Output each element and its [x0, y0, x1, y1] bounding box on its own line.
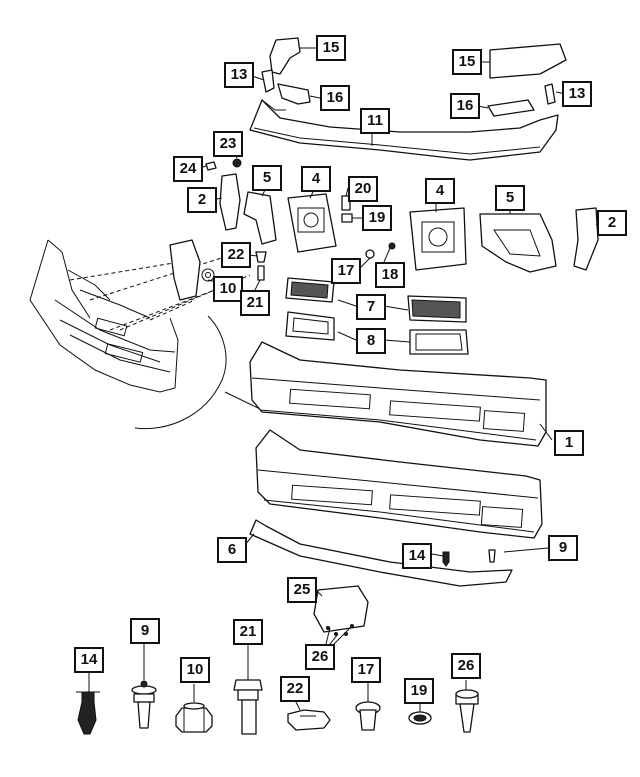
- legend-label-21: 21: [233, 619, 263, 645]
- rivet-9: [488, 549, 496, 563]
- vehicle-detail-inset: [29, 239, 263, 430]
- front-bumper-alt: [255, 429, 543, 539]
- fog-lamp-bracket-4-left: [287, 193, 337, 253]
- legend-nut-19: [408, 711, 432, 725]
- callout-13-right: 13: [562, 81, 592, 107]
- clip-13-right: [544, 83, 556, 105]
- callout-14: 14: [402, 543, 432, 569]
- callout-2-right: 2: [597, 210, 627, 236]
- bracket-16-left: [277, 83, 311, 105]
- bracket-15-left: [269, 37, 301, 75]
- callout-1: 1: [554, 430, 584, 456]
- bezel-7-left: [285, 277, 335, 303]
- push-pin-17: [365, 249, 375, 259]
- callout-26: 26: [305, 644, 335, 670]
- leader-lines: [199, 47, 599, 645]
- bezel-7-right: [407, 295, 467, 323]
- callout-16-left: 16: [320, 85, 350, 111]
- callout-15-left: 15: [316, 35, 346, 61]
- callout-10: 10: [213, 276, 243, 302]
- lower-valance-6: [249, 519, 513, 587]
- callout-21: 21: [240, 290, 270, 316]
- legend-label-26: 26: [451, 653, 481, 679]
- nut-19: [341, 213, 353, 223]
- callout-19: 19: [362, 205, 392, 231]
- callout-9: 9: [548, 535, 578, 561]
- clip-13-left: [261, 69, 275, 93]
- callout-2-left: 2: [187, 187, 217, 213]
- support-5-right: [479, 213, 557, 273]
- legend-label-10: 10: [180, 657, 210, 683]
- legend-label-19: 19: [404, 678, 434, 704]
- license-bracket-25: [313, 585, 369, 633]
- fog-lamp-bracket-4-right: [409, 207, 467, 271]
- callout-8: 8: [356, 328, 386, 354]
- frame-8-right: [409, 329, 469, 355]
- bracket-2-left: [219, 173, 241, 231]
- hardware-legend: [76, 642, 479, 735]
- callout-5-right: 5: [495, 185, 525, 211]
- legend-label-22: 22: [280, 676, 310, 702]
- support-5-left: [243, 191, 277, 245]
- callout-20: 20: [348, 176, 378, 202]
- legend-bolt-26: [455, 689, 479, 733]
- callout-25: 25: [287, 577, 317, 603]
- legend-push-pin-17: [355, 701, 381, 731]
- bolt-21: [257, 265, 265, 281]
- callout-23: 23: [213, 131, 243, 157]
- callout-16-right: 16: [450, 93, 480, 119]
- legend-label-17: 17: [351, 657, 381, 683]
- callout-24: 24: [173, 156, 203, 182]
- callout-4-right: 4: [425, 178, 455, 204]
- callout-18: 18: [375, 262, 405, 288]
- callout-7: 7: [356, 294, 386, 320]
- nut-18: [388, 242, 396, 250]
- legend-label-14: 14: [74, 647, 104, 673]
- callout-15-right: 15: [452, 49, 482, 75]
- grommet-23: [232, 158, 242, 168]
- legend-nut-10: [175, 702, 213, 733]
- callout-17: 17: [331, 258, 361, 284]
- callout-11: 11: [360, 108, 390, 134]
- retainer-22: [255, 251, 267, 263]
- push-pin-14: [442, 551, 450, 567]
- legend-clip-22: [287, 709, 331, 731]
- screw-24: [205, 161, 217, 171]
- callout-13-left: 13: [224, 62, 254, 88]
- legend-label-9: 9: [130, 618, 160, 644]
- callout-4-left: 4: [301, 166, 331, 192]
- legend-bolt-21: [233, 679, 263, 735]
- front-bumper-1: [249, 341, 547, 447]
- callout-6: 6: [217, 537, 247, 563]
- callout-5-left: 5: [252, 165, 282, 191]
- legend-rivet-9: [131, 680, 157, 729]
- bracket-2-right: [573, 207, 599, 271]
- callout-22: 22: [221, 242, 251, 268]
- bracket-15-right: [489, 43, 567, 79]
- bracket-16-right: [487, 99, 535, 117]
- legend-push-pin-14: [77, 691, 97, 735]
